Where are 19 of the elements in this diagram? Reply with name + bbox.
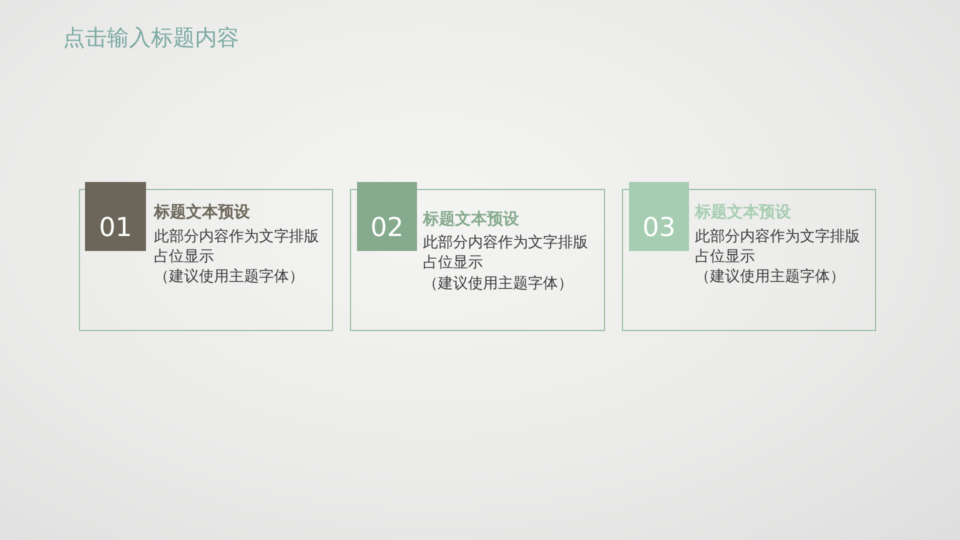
card-text: 此部分内容作为文字排版占位显示 bbox=[695, 226, 861, 266]
card-outline bbox=[79, 189, 333, 331]
card-note: （建议使用主题字体） bbox=[423, 273, 574, 293]
card-outline bbox=[622, 189, 876, 331]
number-tile bbox=[85, 182, 146, 251]
card-heading: 标题文本预设 bbox=[423, 209, 519, 229]
card-text: 此部分内容作为文字排版占位显示 bbox=[154, 226, 320, 266]
number-tile bbox=[357, 182, 417, 251]
step-number: 01 bbox=[98, 213, 134, 243]
card-text: 此部分内容作为文字排版占位显示 bbox=[423, 232, 589, 272]
card-note: （建议使用主题字体） bbox=[695, 266, 846, 286]
card-heading: 标题文本预设 bbox=[154, 202, 250, 222]
card-outline bbox=[350, 189, 605, 331]
step-number: 03 bbox=[641, 213, 677, 243]
slide-title: 点击输入标题内容 bbox=[63, 25, 239, 53]
card-heading: 标题文本预设 bbox=[695, 202, 791, 222]
number-tile bbox=[629, 182, 689, 251]
step-number: 02 bbox=[369, 213, 405, 243]
card-note: （建议使用主题字体） bbox=[154, 266, 305, 286]
